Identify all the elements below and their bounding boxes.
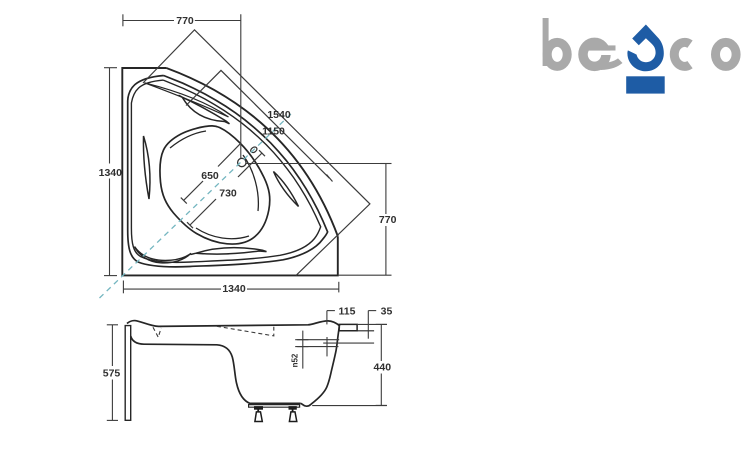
svg-text:n52: n52 [290, 353, 299, 367]
svg-text:730: 730 [219, 187, 237, 199]
svg-text:650: 650 [201, 170, 219, 182]
svg-text:575: 575 [103, 367, 121, 379]
svg-text:770: 770 [379, 214, 397, 226]
svg-text:440: 440 [374, 362, 392, 374]
svg-text:35: 35 [381, 306, 393, 318]
svg-text:115: 115 [339, 306, 356, 318]
svg-text:1340: 1340 [222, 283, 246, 295]
svg-text:1340: 1340 [99, 167, 123, 179]
svg-text:1540: 1540 [267, 109, 291, 121]
svg-text:1150: 1150 [262, 125, 285, 137]
svg-text:770: 770 [176, 15, 194, 27]
